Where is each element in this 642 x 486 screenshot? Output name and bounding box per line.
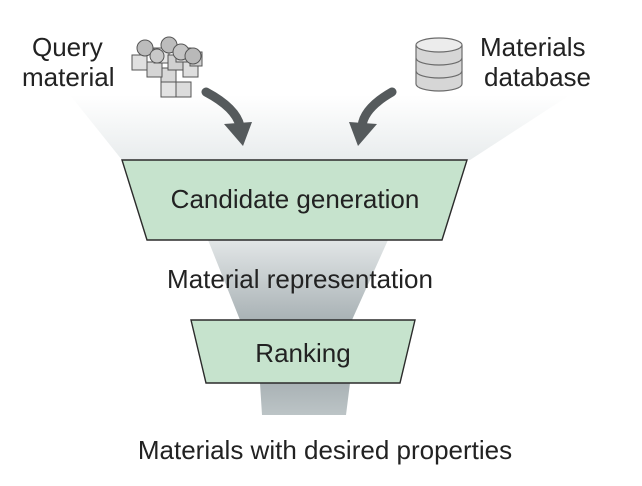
materials-database-label: Materials database [480,32,620,92]
funnel-tail [260,383,350,415]
funnel-top-fade [70,95,570,160]
left-arrow [201,87,252,146]
material-representation-label: Material representation [167,264,433,294]
query-material-label: Query material [22,32,132,92]
ranking-label: Ranking [255,338,351,368]
database-icon [415,37,463,92]
candidate-generation-box [121,159,468,241]
database-label-line2: database [484,62,591,92]
crystal-lattice-icon [131,36,203,98]
ranking-box [190,319,416,384]
right-arrow [349,87,397,146]
database-label-line1: Materials [480,32,586,62]
candidate-generation-label: Candidate generation [170,184,420,214]
query-label-line2: material [22,62,115,92]
funnel-neck [208,240,388,320]
output-label: Materials with desired properties [137,435,513,465]
query-label-line1: Query [32,32,103,62]
